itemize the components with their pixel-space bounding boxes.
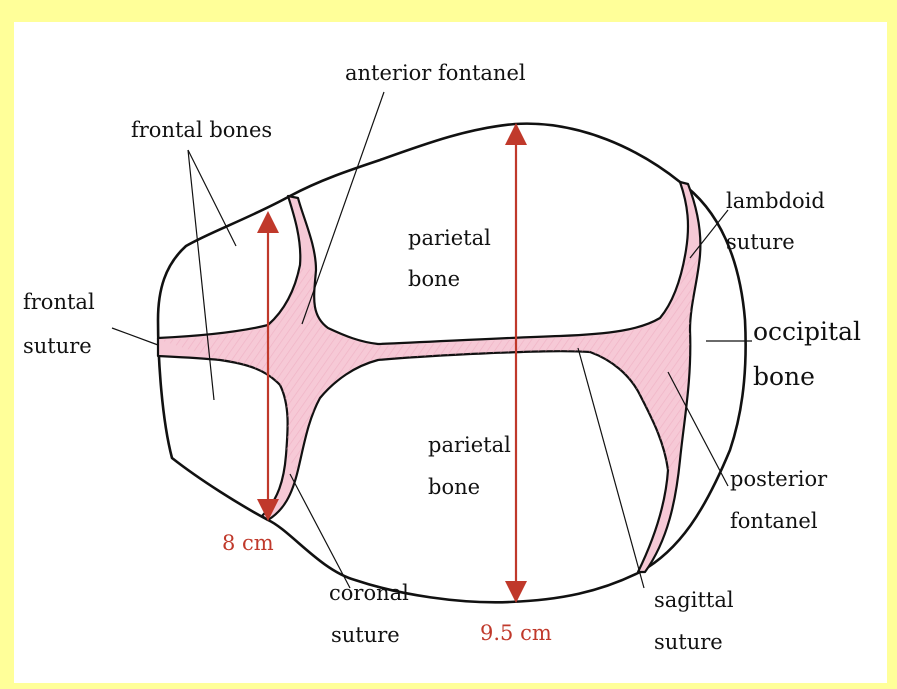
label-lambdoid-1: lambdoid	[726, 189, 825, 213]
label-occipital-2: bone	[753, 362, 815, 391]
label-coronal-2: suture	[331, 623, 400, 647]
skull-diagram: anterior fontanel frontal bones parietal…	[14, 22, 887, 683]
label-posterior-1: posterior	[730, 467, 828, 491]
label-parietal-lower-1: parietal	[428, 433, 511, 457]
label-parietal-upper-2: bone	[408, 267, 460, 291]
diagram-canvas: anterior fontanel frontal bones parietal…	[14, 22, 887, 683]
label-frontal-suture-2: suture	[23, 334, 92, 358]
label-occipital-1: occipital	[753, 317, 861, 346]
label-frontal-suture-1: frontal	[23, 290, 95, 314]
leader-frontal-suture	[112, 328, 158, 345]
label-coronal-1: coronal	[329, 581, 409, 605]
label-width-measure: 8 cm	[222, 531, 274, 555]
label-lambdoid-2: suture	[726, 230, 795, 254]
label-anterior-fontanel: anterior fontanel	[345, 61, 526, 85]
label-posterior-2: fontanel	[730, 509, 818, 533]
label-sagittal-2: suture	[654, 630, 723, 654]
label-parietal-lower-2: bone	[428, 475, 480, 499]
label-length-measure: 9.5 cm	[480, 621, 552, 645]
label-frontal-bones: frontal bones	[131, 118, 272, 142]
label-parietal-upper-1: parietal	[408, 226, 491, 250]
label-sagittal-1: sagittal	[654, 588, 734, 612]
